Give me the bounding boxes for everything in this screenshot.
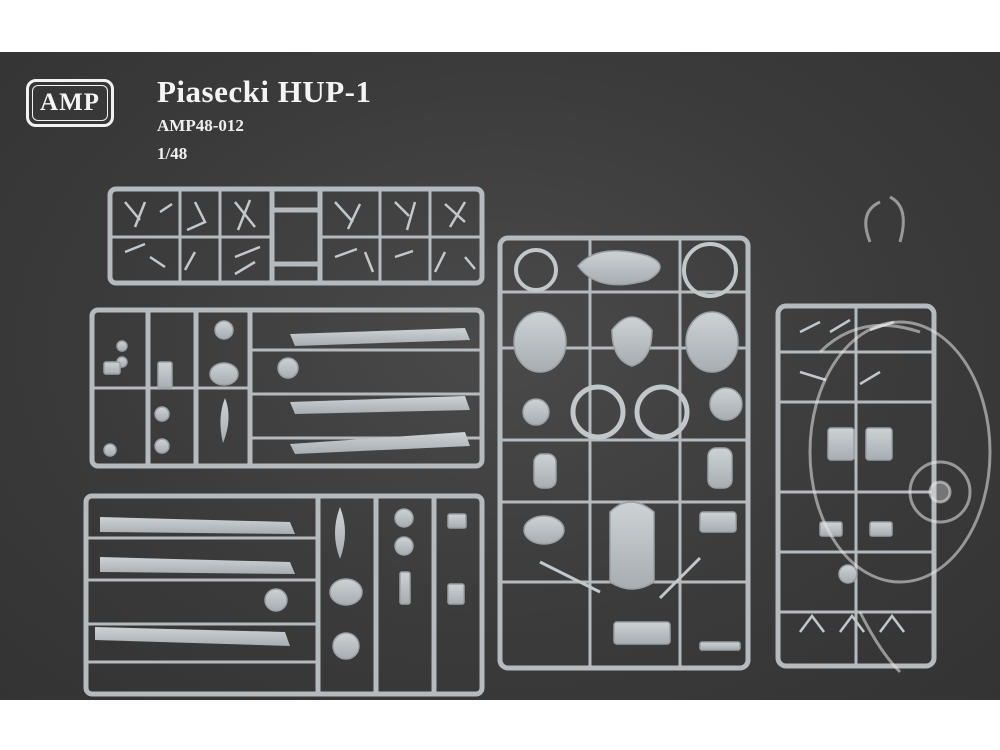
logo-text: AMP [40, 89, 100, 116]
sprue-frame-fuselage-parts [497, 235, 751, 671]
product-scale: 1/48 [157, 144, 188, 163]
amp-logo: AMP [26, 79, 114, 127]
sprue-frame-rotor-blades-lower [83, 493, 485, 697]
detail-parts [799, 318, 905, 633]
product-title: Piasecki HUP-1 [157, 74, 372, 109]
kit-photo: AMP Piasecki HUP-1 AMP48-012 1/48 [0, 52, 1000, 700]
sprue-frame-rotor-blades-upper [89, 307, 485, 469]
sprue-frame-small-parts [107, 186, 485, 286]
sprue-frame-detail-parts [775, 303, 937, 669]
watermark-mascot [808, 195, 992, 674]
sprue-photo-scene [83, 186, 992, 697]
amp-logo-inner: AMP [32, 85, 108, 121]
rotor-blades-lower [95, 507, 345, 646]
fuselage-parts [513, 242, 743, 651]
rotor-blades-upper [220, 328, 470, 454]
product-code: AMP48-012 [157, 116, 244, 135]
hub-parts-lower [264, 508, 467, 660]
small-parts-cluster-a [124, 199, 476, 276]
hub-parts-upper [103, 320, 299, 457]
